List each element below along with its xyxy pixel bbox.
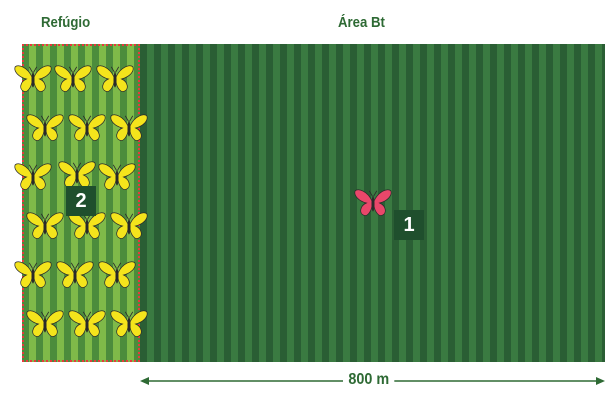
distance-label: 800 m: [343, 371, 395, 389]
yellow-butterfly-icon: [14, 260, 52, 290]
refuge-label: Refúgio: [41, 14, 90, 31]
pink-butterfly-icon: [354, 188, 392, 218]
bt-area-label: Área Bt: [338, 14, 385, 31]
yellow-butterfly-icon: [56, 260, 94, 290]
yellow-butterfly-icon: [68, 309, 106, 339]
yellow-butterfly-icon: [68, 113, 106, 143]
yellow-butterfly-icon: [26, 113, 64, 143]
bt-number-badge: 1: [394, 210, 424, 240]
yellow-butterfly-icon: [98, 260, 136, 290]
yellow-butterfly-icon: [26, 309, 64, 339]
yellow-butterfly-icon: [54, 64, 92, 94]
yellow-butterfly-icon: [14, 162, 52, 192]
yellow-butterfly-icon: [110, 113, 148, 143]
yellow-butterfly-icon: [110, 309, 148, 339]
yellow-butterfly-icon: [96, 64, 134, 94]
yellow-butterfly-icon: [98, 162, 136, 192]
refuge-number-badge: 2: [66, 186, 96, 216]
yellow-butterfly-icon: [14, 64, 52, 94]
yellow-butterfly-icon: [110, 211, 148, 241]
yellow-butterfly-icon: [26, 211, 64, 241]
